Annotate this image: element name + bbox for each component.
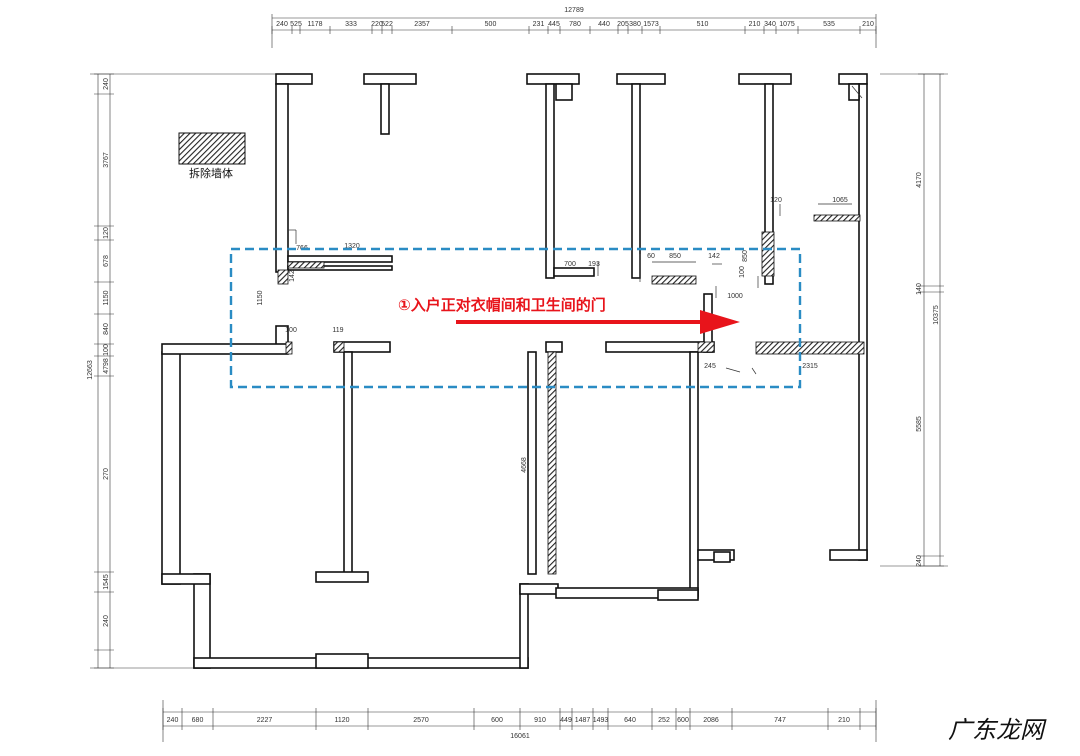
bottom-total-dimension: 16061 [510,733,530,740]
bottom-dimension-label: 910 [534,717,546,724]
interior-dimension-label: 119 [332,327,343,334]
top-dimension-label: 525 [290,21,302,28]
left-dimension-label: 3767 [103,152,110,168]
left-dimension-label: 678 [103,255,110,267]
top-total-dimension: 12789 [564,7,584,14]
interior-dimension-label: 4668 [521,457,528,473]
top-dimension-label: 380 [629,21,641,28]
top-dimension-label: 1075 [779,21,795,28]
interior-dimension-label: 700 [564,261,576,268]
left-dimension-label: 1150 [103,290,110,305]
left-dimension-label: 240 [103,615,110,627]
demolished-walls [277,214,865,575]
left-dimension-labels: 240 3767 120 678 1150 840 100 4798 270 1545 240 [103,78,110,627]
legend-label: 拆除墙体 [189,166,233,180]
annotation-text: ①入户正对衣帽间和卫生间的门 [398,296,606,314]
bottom-dimension-label: 600 [491,717,503,724]
top-dimension-label: 210 [862,21,874,28]
left-dimension-label: 120 [103,227,110,239]
annotation-arrow [456,310,740,334]
right-dimension-labels: 4170 140 5585 240 [916,172,923,567]
interior-dimension-label: 142 [289,270,296,282]
left-dimension-label: 100 [103,344,110,356]
interior-dimension-label: 1065 [832,197,848,204]
highlight-box [229,247,802,389]
top-dimension-label: 340 [764,21,776,28]
top-dimension-label: 522 [381,21,393,28]
bottom-dimension-label: 600 [677,717,689,724]
bottom-dimension-label: 1493 [593,717,609,724]
bottom-dimension-label: 252 [658,717,670,724]
bottom-dimension-label: 747 [774,717,786,724]
interior-dimension-label: 193 [588,261,600,268]
interior-dimension-label: 2315 [802,363,818,370]
right-dimension-ticks [918,73,944,567]
interior-dimension-label: 850 [742,250,749,262]
left-dimension-lines [90,73,280,669]
left-dimension-ticks [94,73,114,669]
top-dimension-label: 1573 [643,21,659,28]
left-total-dimension: 12663 [87,360,94,380]
interior-dimension-label: 142 [708,253,720,260]
left-dimension-label: 240 [103,78,110,90]
top-dimension-label: 445 [548,21,560,28]
right-total-dimension: 10375 [933,305,940,325]
interior-dimension-label: 100 [285,327,297,334]
top-dimension-label: 440 [598,21,610,28]
top-dimension-label: 205 [617,21,629,28]
right-dimension-label: 240 [916,555,923,567]
top-dimension-label: 220 [371,21,383,28]
right-dimension-label: 4170 [916,172,923,188]
legend: 拆除墙体 [178,132,246,180]
legend-swatch [178,132,246,165]
bottom-dimension-label: 210 [838,717,850,724]
bottom-dimension-label: 1120 [334,717,349,724]
bottom-dimension-label: 240 [167,717,179,724]
bottom-dimension-label: 680 [192,717,204,724]
right-dimension-label: 140 [916,283,923,295]
interior-dimension-label: 1320 [344,243,360,250]
left-dimension-label: 1545 [103,574,110,590]
top-dimension-label: 333 [345,21,357,28]
top-dimension-lines [271,14,877,48]
walls [161,73,868,669]
interior-dimension-label: 60 [647,253,655,260]
bottom-dimension-label: 2570 [413,717,429,724]
bottom-dimension-ticks [162,708,877,730]
interior-dimension-label: 1150 [257,290,264,305]
top-dimension-label: 240 [276,21,288,28]
top-dimension-label: 780 [569,21,581,28]
top-dimension-label: 2357 [414,21,430,28]
left-dimension-label: 4798 [103,358,110,374]
top-dimension-label: 231 [533,21,545,28]
bottom-dimension-label: 1487 [575,717,591,724]
interior-dimension-label: 245 [704,363,716,370]
right-dimension-label: 5585 [916,416,923,432]
bottom-dimension-label: 449 [560,717,572,724]
top-dimension-label: 500 [485,21,497,28]
interior-dimension-label: 1000 [727,293,743,300]
top-dimension-label: 1178 [307,21,322,28]
left-dimension-label: 270 [103,468,110,480]
watermark-text: 广东龙网 [948,716,1047,744]
interior-dimension-label: 100 [739,266,746,278]
interior-dimension-label: 850 [669,253,681,260]
bottom-dimension-label: 2086 [703,717,719,724]
door-lines [288,85,863,375]
interior-dimension-label: 120 [770,197,782,204]
top-dimension-label: 510 [697,21,709,28]
top-dimension-ticks [271,26,877,34]
left-dimension-label: 840 [103,323,110,335]
bottom-dimension-label: 2227 [257,717,273,724]
bottom-dimension-label: 640 [624,717,636,724]
top-dimension-label: 535 [823,21,835,28]
top-dimension-label: 210 [749,21,761,28]
